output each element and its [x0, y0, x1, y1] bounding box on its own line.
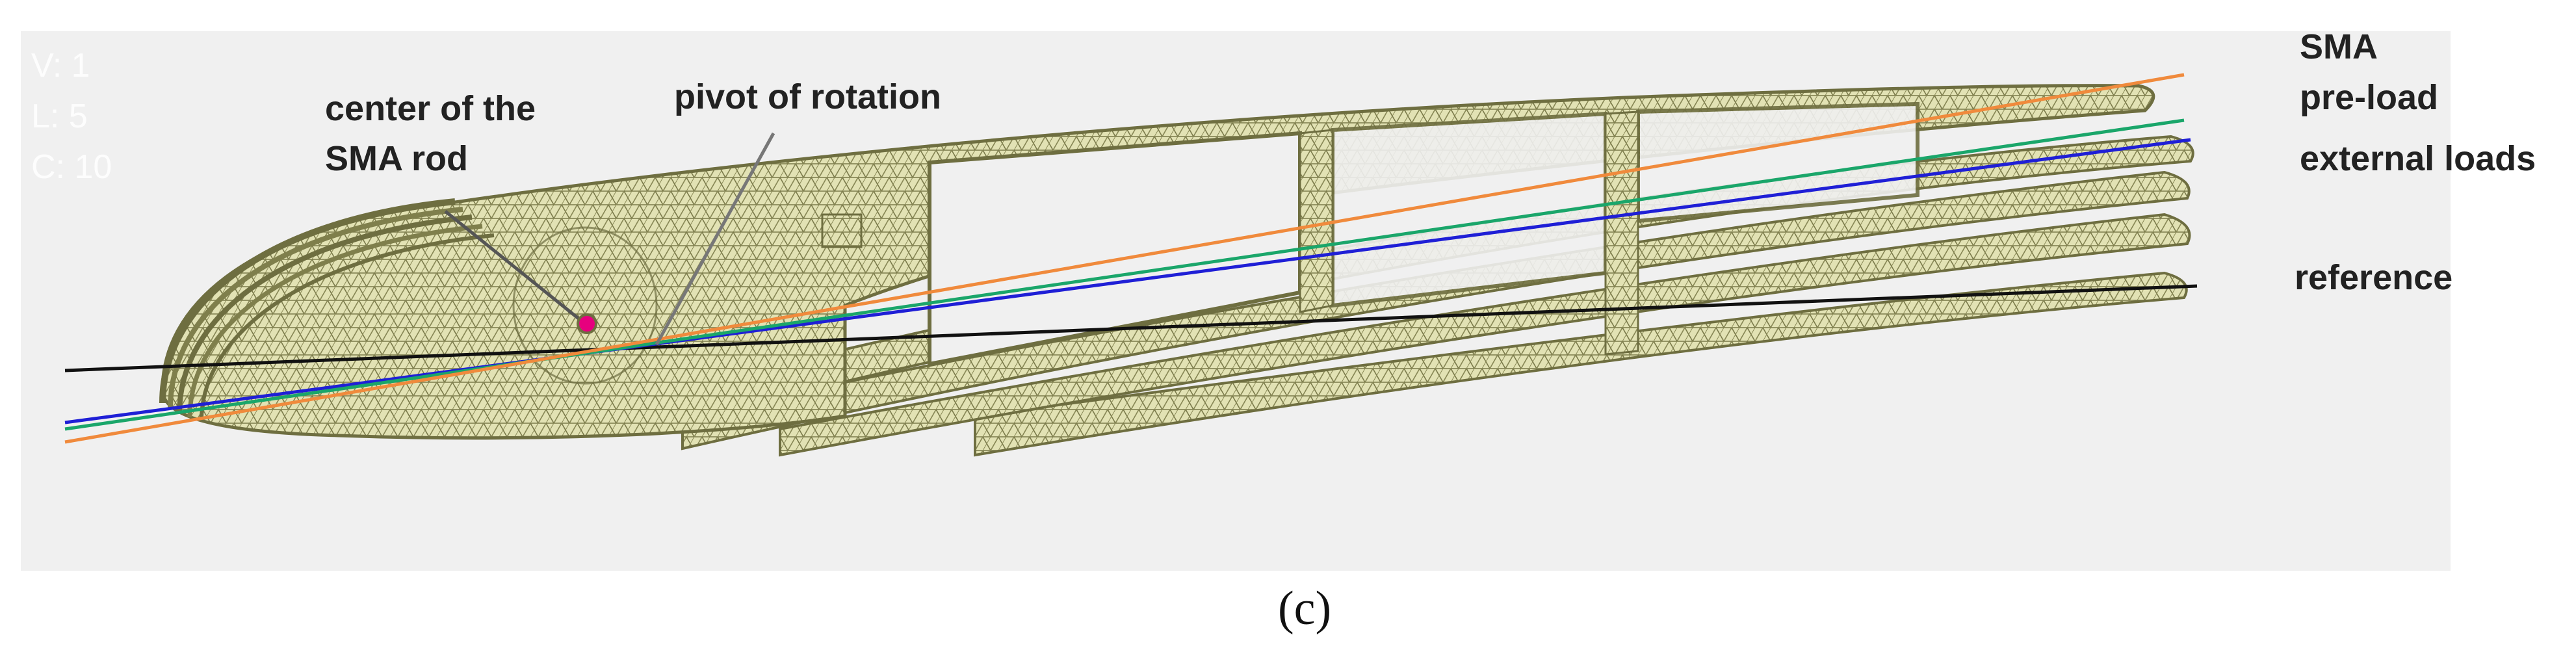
pre-load-line [64, 118, 2185, 431]
rod-center-leader [444, 210, 580, 320]
external-loads-label: external loads [2300, 139, 2536, 178]
viewport-info-line-2: L: 5 [31, 98, 88, 135]
rod-center-label-line-1: center of the [325, 89, 536, 128]
pivot-label: pivot of rotation [674, 77, 941, 116]
reference-label: reference [2295, 258, 2452, 297]
reference-line [64, 284, 2198, 372]
preload-label: pre-load [2300, 78, 2438, 117]
pivot-leader [655, 132, 775, 346]
external-loads-line [64, 138, 2191, 424]
viewport-info-line-3: C: 10 [31, 148, 112, 186]
force-lines [64, 73, 2198, 444]
viewport-info: V: 1 L: 5 C: 10 [31, 47, 112, 186]
leader-lines [444, 132, 775, 346]
sma-line [64, 73, 2185, 444]
figure-caption: (c) [1278, 582, 1331, 635]
sma-label: SMA [2300, 27, 2378, 66]
rod-center-label-line-2: SMA rod [325, 139, 468, 178]
viewport-info-line-1: V: 1 [31, 47, 90, 85]
rod-center-marker [577, 313, 597, 334]
